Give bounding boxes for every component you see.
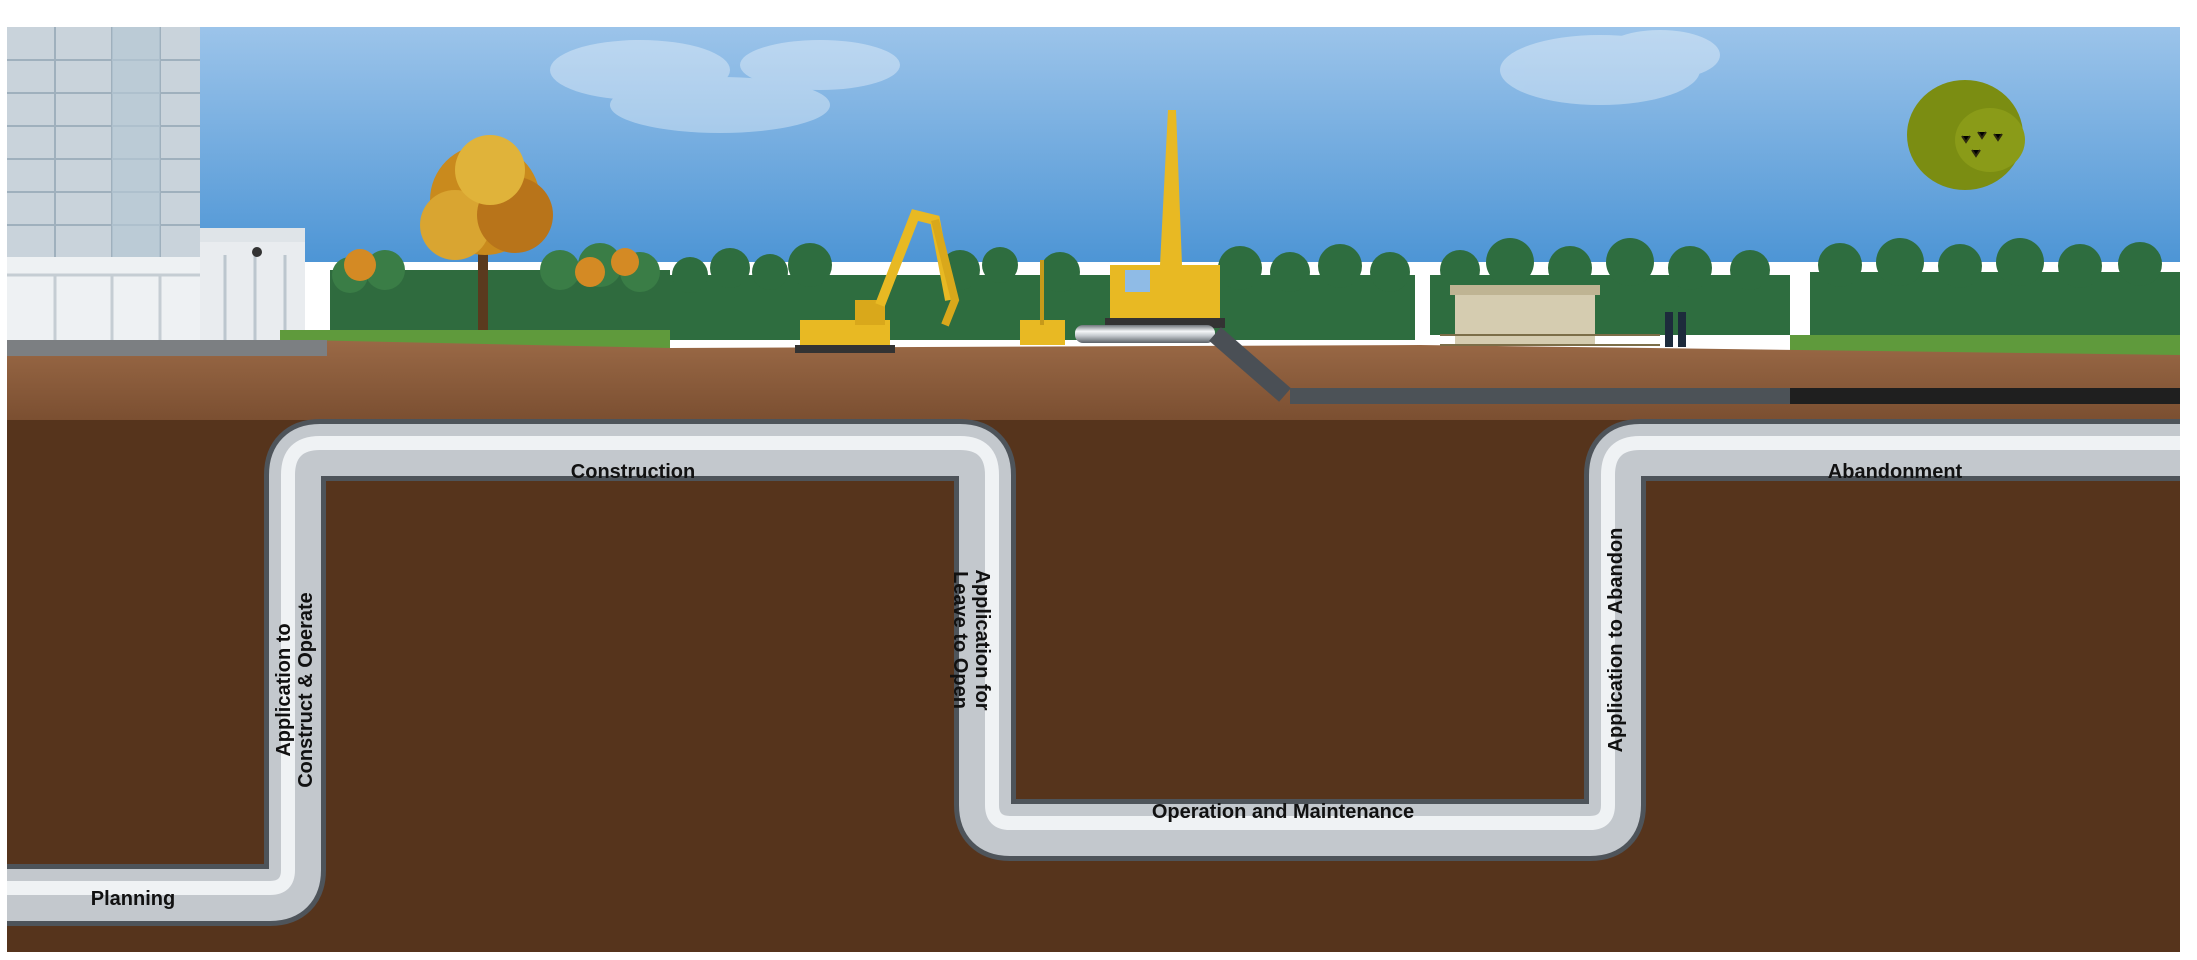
- clouds: [550, 30, 1720, 133]
- tree-canopy-icon: [1907, 80, 2025, 190]
- underground-soil: [7, 420, 2180, 952]
- stage-application-construct-label-line1: Application to: [273, 623, 295, 756]
- surface-pipeline: [1075, 325, 2180, 404]
- stage-operation-label: Operation and Maintenance: [1152, 801, 1414, 823]
- stage-abandonment-label: Abandonment: [1828, 461, 1963, 483]
- lifecycle-pipe: [7, 419, 2180, 926]
- forest-middle-icon: [670, 243, 1415, 340]
- surface-soil: [7, 340, 2180, 420]
- stage-construction-label: Construction: [571, 461, 695, 483]
- stage-application-leave-label-line2: Leave to Open: [949, 571, 971, 709]
- excavator-icon: [795, 209, 960, 353]
- autumn-tree-icon: [420, 135, 553, 340]
- pipelayer-crane-icon: [1105, 110, 1225, 328]
- facility-building-icon: [1440, 285, 1686, 347]
- forest-left-icon: [330, 243, 670, 340]
- stage-application-abandon-label: Application to Abandon: [1605, 528, 1627, 753]
- sidewalk: [7, 340, 327, 356]
- stage-planning-label: Planning: [91, 888, 175, 910]
- sky: [7, 27, 2180, 262]
- stage-application-leave-label-line1: Application for: [971, 569, 993, 710]
- office-building-icon: [7, 27, 305, 340]
- stage-application-construct-label-line2: Construct & Operate: [295, 592, 317, 788]
- drill-rig-icon: [1020, 260, 1065, 345]
